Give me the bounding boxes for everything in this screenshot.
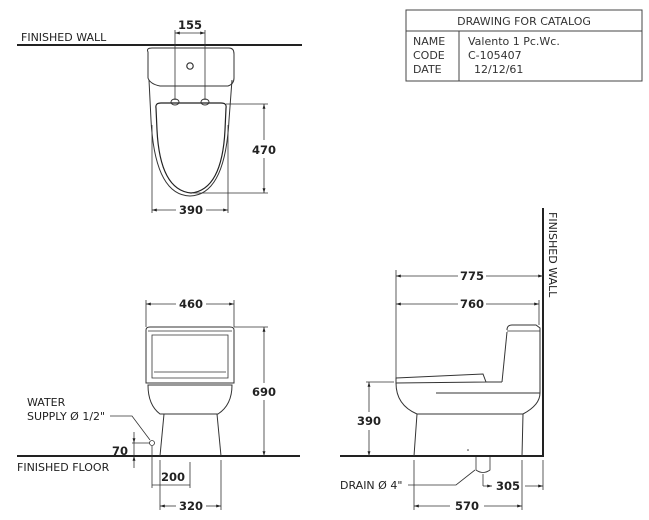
title-key-date: DATE xyxy=(413,63,442,76)
title-key-name: NAME xyxy=(413,35,445,48)
title-block: DRAWING FOR CATALOG NAME Valento 1 Pc.Wc… xyxy=(405,9,643,82)
water-supply-label-1: WATER xyxy=(27,396,66,409)
side-wall-label: FINISHED WALL xyxy=(546,212,559,298)
water-supply-label-2: SUPPLY Ø 1/2" xyxy=(27,410,105,423)
dim-width: 390 xyxy=(179,203,203,217)
top-wall-label: FINISHED WALL xyxy=(21,31,107,44)
dim-hinge-spacing: 155 xyxy=(178,18,202,32)
floor-label: FINISHED FLOOR xyxy=(17,461,110,474)
dim-base-width: 320 xyxy=(179,499,203,513)
title-value-code: C-105407 xyxy=(468,49,522,62)
dim-seat-depth: 470 xyxy=(252,143,276,157)
dim-supply-offset: 200 xyxy=(161,470,185,484)
dim-supply-height: 70 xyxy=(112,444,128,458)
title-key-code: CODE xyxy=(413,49,445,62)
drain-label: DRAIN Ø 4" xyxy=(340,479,402,492)
dim-seat-height: 390 xyxy=(357,414,381,428)
title-value-date: 12/12/61 xyxy=(474,63,523,76)
top-view: FINISHED WALL 155 470 390 xyxy=(17,18,302,217)
dim-height: 690 xyxy=(252,385,276,399)
title-block-heading: DRAWING FOR CATALOG xyxy=(457,15,591,28)
front-view: FINISHED FLOOR 460 690 WATER SUPPLY Ø 1/… xyxy=(17,297,300,513)
dim-overall-depth: 775 xyxy=(460,269,484,283)
dim-depth: 760 xyxy=(460,297,484,311)
dim-rough-in: 305 xyxy=(496,479,520,493)
dim-tank-width: 460 xyxy=(179,297,203,311)
dim-base-depth: 570 xyxy=(455,499,479,513)
side-view: FINISHED WALL 775 760 390 DRAIN Ø 4" xyxy=(340,208,559,513)
title-value-name: Valento 1 Pc.Wc. xyxy=(468,35,560,48)
